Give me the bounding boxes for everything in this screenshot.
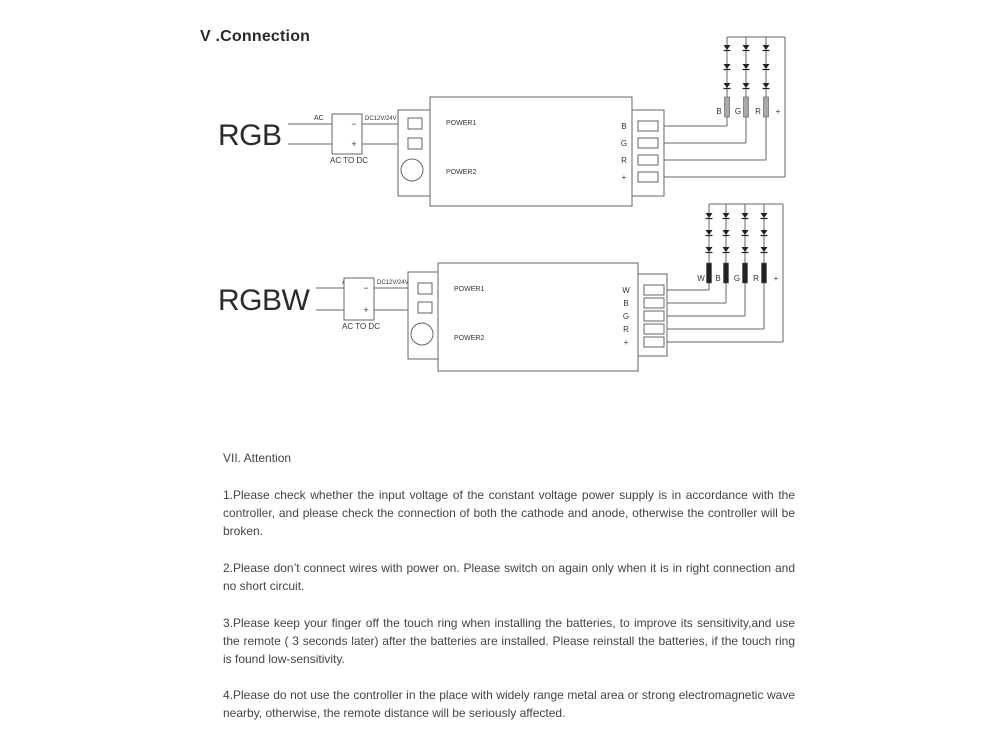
controller-body	[429, 96, 633, 207]
led-channel-label-b: B	[715, 274, 720, 283]
diode-icon	[762, 83, 770, 88]
diode-icon	[722, 230, 730, 235]
touch-ring-button-icon	[400, 158, 424, 182]
led-resistor-icon	[723, 262, 729, 284]
ac-dc-converter-box	[331, 113, 363, 155]
diode-icon	[762, 45, 770, 50]
output-terminal	[637, 137, 659, 149]
output-label-g: G	[621, 139, 627, 148]
output-terminal	[643, 284, 665, 296]
rgbw-diagram-label: RGBW	[218, 284, 310, 317]
converter-minus-label: −	[363, 283, 368, 293]
diode-icon	[760, 213, 768, 218]
led-resistor-icon	[763, 96, 769, 118]
output-label-plus: +	[622, 173, 627, 182]
section-title: V .Connection	[200, 28, 311, 45]
input-terminal	[417, 282, 433, 295]
input-terminal	[417, 301, 433, 314]
power1-label: POWER1	[454, 286, 484, 293]
power2-label: POWER2	[446, 169, 476, 176]
output-label-g: G	[623, 312, 629, 321]
ac-dc-converter-box	[343, 277, 375, 321]
output-label-w: W	[622, 286, 630, 295]
output-label-r: R	[623, 325, 629, 334]
output-label-plus: +	[624, 338, 629, 347]
diode-icon	[705, 230, 713, 235]
output-label-b: B	[621, 122, 626, 131]
power1-label: POWER1	[446, 120, 476, 127]
led-channel-label-r: R	[753, 274, 759, 283]
led-channel-label-b: B	[716, 107, 721, 116]
led-resistor-icon	[706, 262, 712, 284]
led-resistor-icon	[724, 96, 730, 118]
output-terminal	[643, 323, 665, 335]
ac-to-dc-label: AC TO DC	[330, 156, 368, 165]
diode-icon	[723, 45, 731, 50]
diode-icon	[741, 230, 749, 235]
attention-heading: VII. Attention	[223, 451, 292, 465]
dc-voltage-label: DC12V/24V	[365, 116, 397, 122]
controller-body	[437, 262, 639, 372]
led-channel-label-w: W	[697, 274, 705, 283]
attention-item: 3.Please keep your finger off the touch …	[223, 616, 795, 667]
touch-ring-button-icon	[410, 322, 434, 346]
diode-icon	[760, 247, 768, 252]
power2-label: POWER2	[454, 335, 484, 342]
output-terminal	[643, 297, 665, 309]
diode-icon	[705, 247, 713, 252]
led-channel-label-g: G	[734, 274, 740, 283]
led-channel-label-r: R	[755, 107, 761, 116]
converter-minus-label: −	[351, 119, 356, 129]
diode-icon	[741, 247, 749, 252]
output-terminal	[643, 310, 665, 322]
dc-voltage-label: DC12V/24V	[377, 280, 409, 286]
rgb-diagram-label: RGB	[218, 119, 282, 152]
led-resistor-icon	[743, 96, 749, 118]
rgbw-diagram: AC−+AC TO DCDC12V/24VPOWER1POWER2WBGR+WB…	[316, 203, 784, 372]
diode-icon	[742, 83, 750, 88]
converter-plus-label: +	[351, 139, 356, 149]
attention-item: 1.Please check whether the input voltage…	[223, 488, 795, 539]
output-label-r: R	[621, 156, 627, 165]
diode-icon	[722, 247, 730, 252]
common-plus-label: +	[776, 107, 781, 116]
led-resistor-icon	[742, 262, 748, 284]
attention-item: 2.Please don’t connect wires with power …	[223, 561, 795, 594]
diode-icon	[723, 64, 731, 69]
diode-icon	[742, 45, 750, 50]
diode-icon	[760, 230, 768, 235]
output-label-b: B	[623, 299, 628, 308]
output-terminal	[637, 154, 659, 166]
diode-icon	[742, 64, 750, 69]
ac-to-dc-label: AC TO DC	[342, 322, 380, 331]
diode-icon	[722, 213, 730, 218]
common-plus-label: +	[774, 274, 779, 283]
led-resistor-icon	[761, 262, 767, 284]
attention-item: 4.Please do not use the controller in th…	[223, 688, 795, 721]
output-terminal	[643, 336, 665, 348]
input-terminal	[407, 117, 423, 130]
diode-icon	[762, 64, 770, 69]
output-terminal	[637, 120, 659, 132]
converter-plus-label: +	[363, 305, 368, 315]
output-terminal	[637, 171, 659, 183]
diode-icon	[723, 83, 731, 88]
input-terminal	[407, 137, 423, 150]
led-channel-label-g: G	[735, 107, 741, 116]
diode-icon	[705, 213, 713, 218]
ac-label: AC	[314, 115, 324, 122]
diode-icon	[741, 213, 749, 218]
